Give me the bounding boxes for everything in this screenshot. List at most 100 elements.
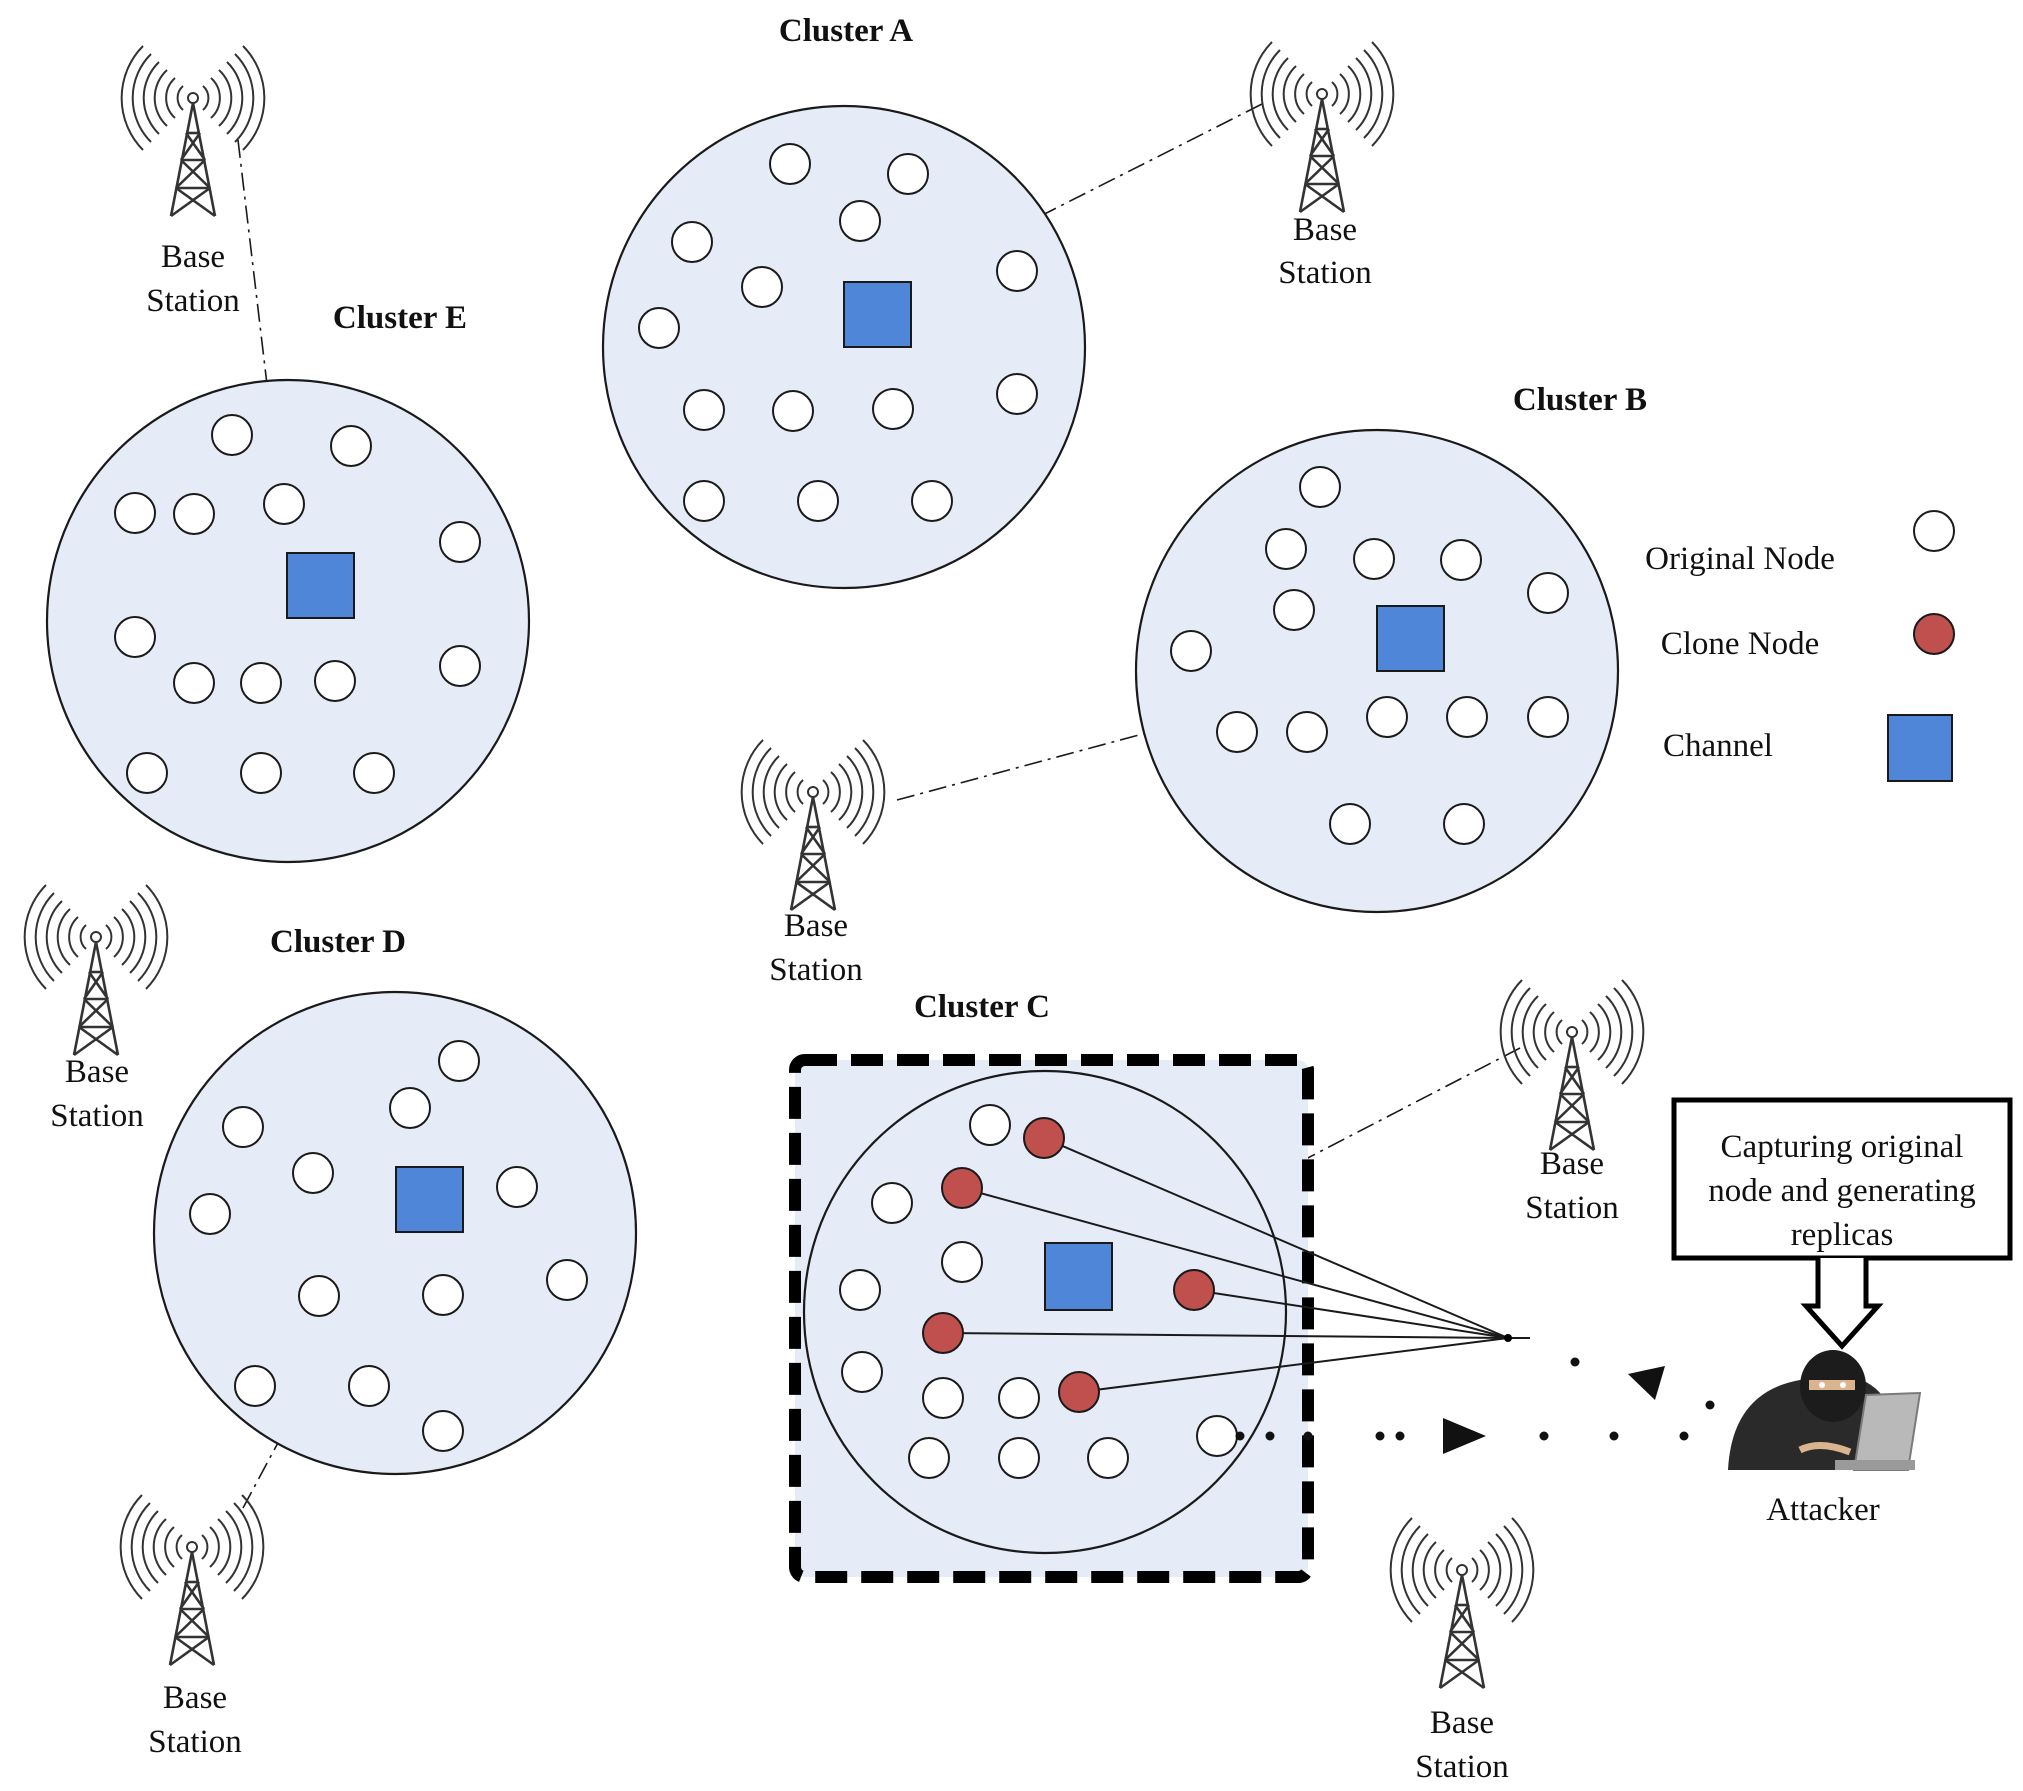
base-station-label: Station — [769, 952, 863, 988]
clone-node — [1173, 1269, 1215, 1311]
base-station-7: Base Station — [1389, 1516, 1535, 1785]
clone-node — [941, 1167, 983, 1209]
original-node — [941, 1241, 983, 1283]
original-node — [389, 1087, 431, 1129]
cluster-c-title: Cluster C — [914, 989, 1050, 1025]
channel-b — [1376, 605, 1445, 672]
original-node — [841, 1351, 883, 1393]
base-station-4: Base Station — [23, 883, 169, 1134]
base-station-label: Base — [65, 1054, 129, 1090]
original-node — [546, 1259, 588, 1301]
original-node — [263, 483, 305, 525]
cluster-b-title: Cluster B — [1513, 382, 1647, 418]
arrowhead-right-icon — [1443, 1418, 1486, 1454]
channel-e — [286, 552, 355, 619]
original-node — [683, 389, 725, 431]
attack-path — [1235, 1357, 1715, 1454]
base-station-label: Station — [148, 1724, 242, 1760]
channel-c — [1044, 1242, 1113, 1311]
original-node — [996, 250, 1038, 292]
original-node — [741, 266, 783, 308]
base-station-label: Station — [146, 283, 240, 319]
original-node — [240, 662, 282, 704]
original-node — [1353, 538, 1395, 580]
original-node — [683, 480, 725, 522]
base-station-label: Base — [784, 908, 848, 944]
base-station-icon — [120, 44, 266, 218]
original-node — [1286, 711, 1328, 753]
base-station-icon — [1499, 978, 1645, 1152]
original-node — [173, 662, 215, 704]
original-node — [911, 480, 953, 522]
clone-link — [1193, 1289, 1509, 1339]
original-node — [1196, 1415, 1238, 1457]
clone-link — [1078, 1337, 1509, 1393]
callout-line-3: replicas — [1791, 1217, 1894, 1253]
attacker-label: Attacker — [1766, 1492, 1880, 1528]
original-node — [314, 660, 356, 702]
original-node — [1440, 539, 1482, 581]
original-node — [871, 1182, 913, 1224]
original-node — [969, 1104, 1011, 1146]
clone-node — [922, 1312, 964, 1354]
attacker-icon — [1728, 1350, 1922, 1471]
channel-d — [395, 1166, 464, 1233]
base-station-icon — [1389, 1516, 1535, 1690]
callout-line-1: Capturing original — [1721, 1129, 1964, 1165]
original-node — [1443, 803, 1485, 845]
original-node — [211, 414, 253, 456]
original-node — [839, 200, 881, 242]
original-node — [922, 1377, 964, 1419]
cluster-c: Cluster C — [789, 989, 1530, 1583]
original-node — [234, 1365, 276, 1407]
cluster-c-area — [802, 1069, 1288, 1555]
cluster-e: Cluster E — [45, 300, 531, 864]
original-node — [1527, 696, 1569, 738]
original-node — [240, 752, 282, 794]
original-node — [638, 307, 680, 349]
original-node — [671, 221, 713, 263]
channel-a — [843, 281, 912, 348]
original-node — [998, 1377, 1040, 1419]
capture-point — [1504, 1334, 1512, 1342]
base-station-label: Station — [1525, 1190, 1619, 1226]
original-node — [1273, 589, 1315, 631]
original-node — [422, 1410, 464, 1452]
callout-arrow-icon — [1800, 1258, 1884, 1350]
link-bs-b — [896, 670, 1378, 801]
original-node — [887, 153, 929, 195]
base-station-icon — [23, 883, 169, 1057]
base-station-label: Station — [1278, 255, 1372, 291]
original-node — [1446, 696, 1488, 738]
original-node — [839, 1269, 881, 1311]
cluster-e-area — [45, 378, 531, 864]
clone-node — [1058, 1371, 1100, 1413]
original-node — [797, 480, 839, 522]
base-station-label: Base — [1293, 212, 1357, 248]
base-station-label: Station — [50, 1098, 144, 1134]
original-node — [769, 143, 811, 185]
original-node — [422, 1274, 464, 1316]
base-station-2: Base Station — [1249, 40, 1395, 291]
original-node — [438, 1040, 480, 1082]
clone-link — [942, 1332, 1509, 1339]
cluster-d-title: Cluster D — [270, 924, 406, 960]
cluster-e-title: Cluster E — [333, 300, 467, 336]
callout-line-2: node and generating — [1708, 1173, 1976, 1209]
clone-link — [961, 1187, 1509, 1339]
original-node — [1527, 572, 1569, 614]
original-node — [439, 645, 481, 687]
base-station-icon — [740, 738, 886, 912]
base-station-icon — [119, 1493, 265, 1667]
legend-original-node-icon — [1913, 510, 1955, 552]
cluster-b: Cluster B — [1134, 382, 1647, 914]
attacker: Attacker — [1728, 1350, 1922, 1528]
original-node — [353, 752, 395, 794]
original-node — [189, 1193, 231, 1235]
original-node — [1299, 466, 1341, 508]
original-node — [292, 1152, 334, 1194]
original-node — [173, 493, 215, 535]
original-node — [772, 390, 814, 432]
legend-clone-node-label: Clone Node — [1661, 626, 1820, 662]
